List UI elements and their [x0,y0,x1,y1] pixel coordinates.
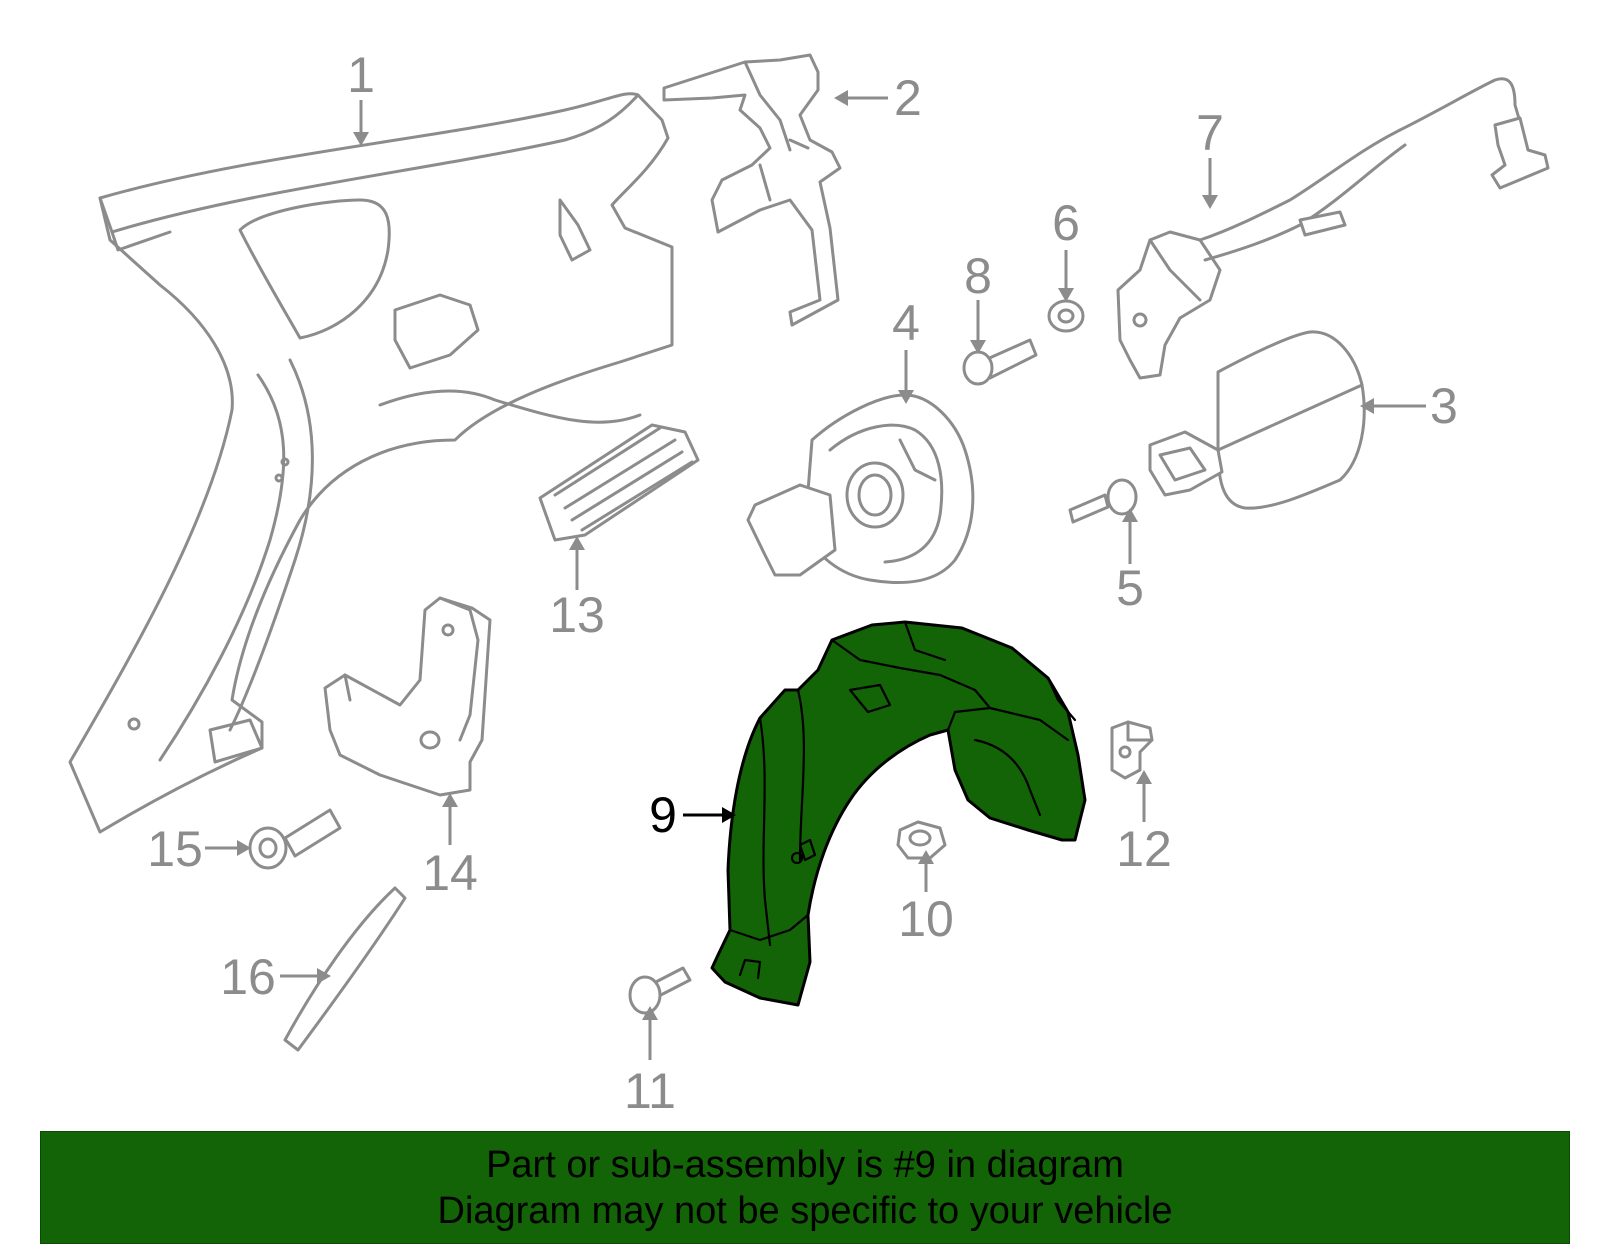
banner-line-1: Part or sub-assembly is #9 in diagram [486,1143,1124,1186]
callout-5[interactable]: 5 [1116,560,1144,616]
callout-6[interactable]: 6 [1052,195,1080,251]
callout-3[interactable]: 3 [1430,378,1458,434]
callout-1[interactable]: 1 [347,47,375,103]
callout-16[interactable]: 16 [220,949,276,1005]
banner-line-2: Diagram may not be specific to your vehi… [437,1189,1173,1232]
callout-8[interactable]: 8 [964,248,992,304]
part-8-bolt[interactable] [962,338,1038,386]
callout-11[interactable]: 11 [624,1063,676,1119]
part-12-clip[interactable] [1110,720,1154,780]
part-2-bracket[interactable] [662,53,842,327]
notice-banner: Part or sub-assembly is #9 in diagram Di… [40,1131,1570,1244]
leader-lines [205,96,1426,1060]
part-16-trim[interactable] [283,886,407,1052]
callout-4[interactable]: 4 [892,295,920,351]
part-11-push-pin[interactable] [628,966,692,1015]
callout-14[interactable]: 14 [422,845,478,901]
callout-labels: 1 2 3 4 5 6 7 8 9 10 11 12 13 14 15 16 [147,47,1458,1119]
callout-2[interactable]: 2 [894,70,922,126]
part-4-filler-housing[interactable] [746,393,975,585]
callout-12[interactable]: 12 [1116,821,1172,877]
part-6-washer[interactable] [1047,299,1085,333]
part-10-nut[interactable] [896,820,947,860]
part-3-fuel-door[interactable] [1148,330,1366,510]
part-15-bolt[interactable] [248,808,342,870]
callout-9[interactable]: 9 [649,787,677,843]
callout-15[interactable]: 15 [147,821,203,877]
leader-arrowheads [237,90,1374,1020]
part-7-actuator-cable[interactable] [1116,77,1550,380]
part-9-fender-liner[interactable] [710,620,1087,1007]
callout-7[interactable]: 7 [1196,105,1224,161]
callout-10[interactable]: 10 [898,891,954,947]
part-14-bracket[interactable] [323,596,492,797]
part-5-push-pin[interactable] [1068,478,1138,524]
callout-13[interactable]: 13 [549,587,605,643]
part-1-quarter-panel[interactable] [68,92,674,834]
part-13-pad[interactable] [538,423,700,542]
